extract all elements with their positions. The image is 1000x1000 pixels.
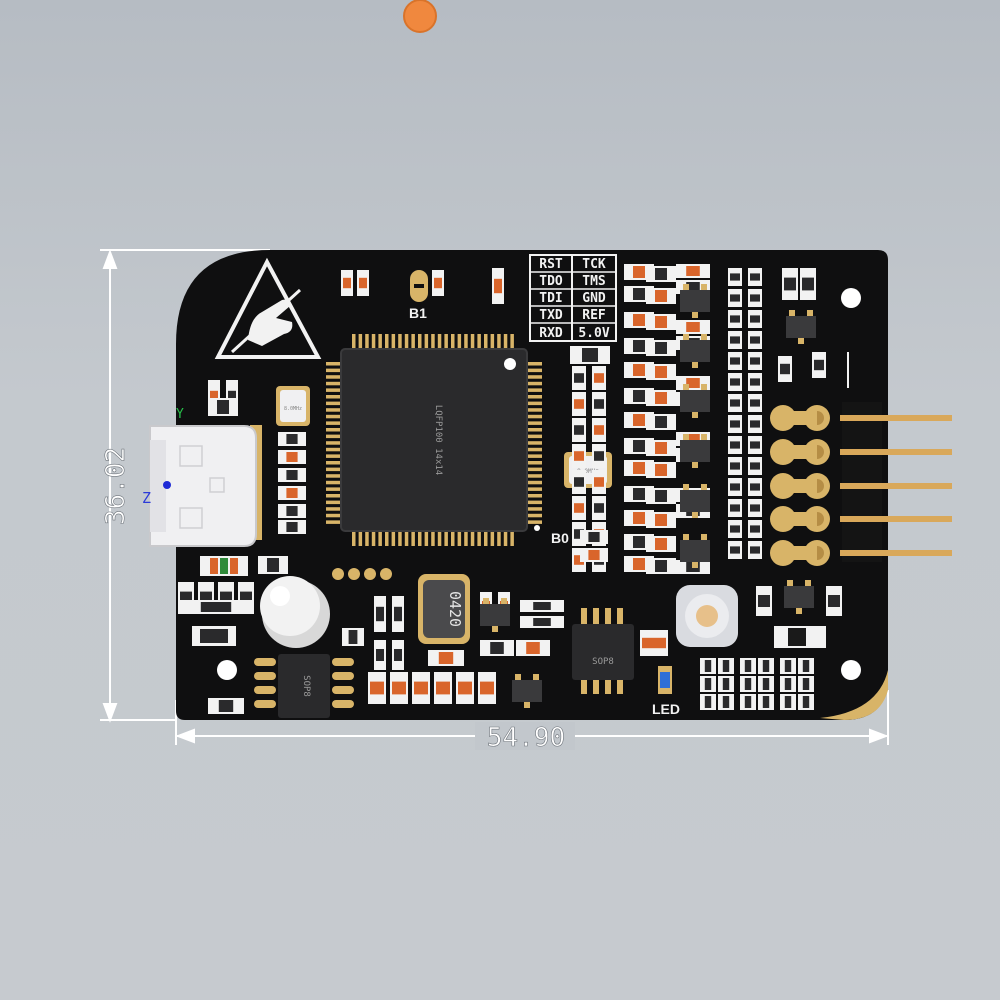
smd-components xyxy=(178,264,842,714)
jtag-rst: RST xyxy=(539,257,563,272)
jtag-ref: REF xyxy=(582,308,606,323)
header-housing xyxy=(842,402,882,562)
sop8-left[interactable]: SOP8 xyxy=(254,654,354,718)
sop8-left-label: SOP8 xyxy=(301,675,311,697)
mcu-pins xyxy=(326,334,542,546)
origin-marker-icon xyxy=(403,0,437,33)
sop8-right-label: SOP8 xyxy=(592,657,614,667)
jtag-5v: 5.0V xyxy=(578,326,609,341)
label-b1: B1 xyxy=(409,305,427,321)
jtag-pin-table: RST TCK TDO TMS TDI GND TXD REF RXD 5.0V xyxy=(529,254,617,342)
jtag-txd: TXD xyxy=(539,308,563,323)
diode-left xyxy=(192,626,236,646)
inductor[interactable]: 0420 xyxy=(418,574,470,644)
usb-c-icon xyxy=(179,445,203,467)
status-led xyxy=(658,666,672,694)
height-dimension-label: 36.02 xyxy=(101,447,131,525)
axis-y-label: Y xyxy=(176,407,184,422)
axis-z-label: Z xyxy=(142,489,151,507)
jtag-tdo: TDO xyxy=(539,274,563,289)
jtag-tdi: TDI xyxy=(539,291,562,306)
board-edge-plating xyxy=(820,670,888,720)
crystal-left[interactable]: 8.0MHz xyxy=(276,386,310,426)
esd-warning-icon xyxy=(214,257,322,359)
label-b0: B0 xyxy=(551,530,569,546)
jtag-tms: TMS xyxy=(582,274,606,289)
crystal-right-label: 8.0MHz xyxy=(577,468,599,475)
crystal-left-label: 8.0MHz xyxy=(284,406,302,412)
power-led[interactable] xyxy=(260,576,330,648)
sop8-right[interactable]: SOP8 xyxy=(572,608,634,694)
pin-header[interactable] xyxy=(770,402,952,566)
mounting-holes xyxy=(217,288,861,680)
diode-right xyxy=(774,626,826,648)
b1-jumper[interactable] xyxy=(410,270,428,302)
mcu-label: LQFP100 14x14 xyxy=(433,405,443,475)
pin1-dot xyxy=(534,525,540,531)
usb-c-connector[interactable] xyxy=(149,425,262,547)
mcu-chip[interactable]: LQFP100 14x14 xyxy=(326,334,542,546)
width-dimension-label: 54.90 xyxy=(487,723,565,753)
via-row xyxy=(332,568,392,580)
reset-button[interactable] xyxy=(676,585,738,647)
transistors xyxy=(480,284,816,708)
jtag-tck: TCK xyxy=(582,257,606,272)
jtag-gnd: GND xyxy=(582,291,606,306)
label-led: LED xyxy=(652,701,680,717)
polyfuse xyxy=(200,556,248,576)
width-label-backdrop xyxy=(475,722,575,750)
dimension-height xyxy=(100,249,270,723)
jtag-rxd: RXD xyxy=(539,326,563,341)
inductor-label: 0420 xyxy=(446,591,464,627)
